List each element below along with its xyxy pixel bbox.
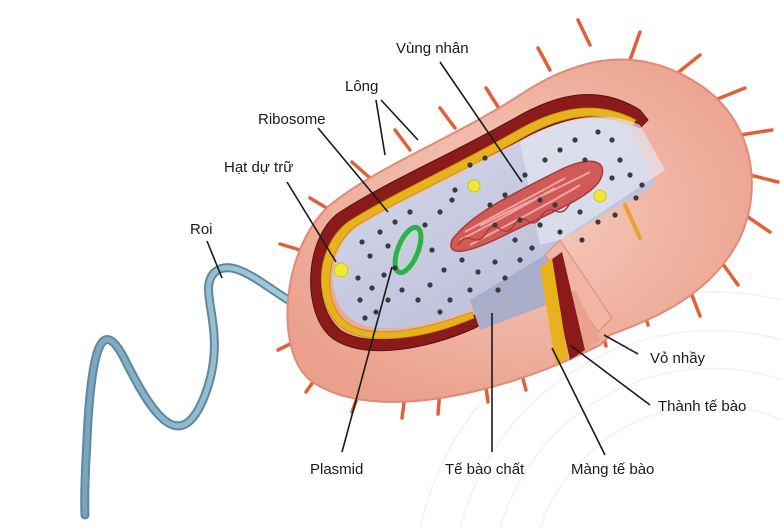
flagellum [80,263,307,520]
ribosome-dot [449,197,455,203]
flagellum-highlight [82,265,305,518]
ribosomes [355,129,645,321]
ribosome-dot [399,287,405,293]
ribosome-dot [407,209,413,215]
ribosome-dot [517,257,523,263]
ribosome-dot [367,253,373,259]
label-cell-wall: Thành tế bào [658,398,746,415]
ribosome-dot [357,297,363,303]
label-storage-granule: Hạt dự trữ [224,159,293,176]
label-pili: Lông [345,78,378,95]
ribosome-dot [355,275,361,281]
ribosome-dot [492,222,498,228]
ribosome-dot [617,157,623,163]
ribosome-dot [441,267,447,273]
ribosome-dot [609,175,615,181]
ribosome-dot [639,182,645,188]
ribosome-dot [359,239,365,245]
ribosome-dot [369,285,375,291]
cutaway-lower-face [470,240,560,330]
nucleoid [450,160,604,252]
ribosome-dot [595,129,601,135]
cell-membrane-outline [320,107,637,340]
label-slime-capsule: Vỏ nhầy [650,350,706,367]
ribosome-dot [542,157,548,163]
ribosome-dot [557,229,563,235]
ribosome-dot [633,195,639,201]
ribosome-dot [512,237,518,243]
storage-granules [333,179,607,278]
ribosome-dot [467,162,473,168]
ribosome-dot [475,269,481,275]
ribosome-dot [427,282,433,288]
ribosome-dot [459,257,465,263]
ribosome-dot [437,209,443,215]
ribosome-dot [487,202,493,208]
ribosome-dot [392,265,398,271]
label-cell-membrane: Màng tế bào [571,461,654,478]
ribosome-dot [582,157,588,163]
ribosome-dot [373,309,379,315]
ribosome-dot [492,259,498,265]
ribosome-dot [437,309,443,315]
plasmid-inner [398,231,418,269]
ribosome-dot [612,212,618,218]
ribosome-dot [529,245,535,251]
ribosome-dot [522,172,528,178]
ribosome-dot [385,243,391,249]
inner-pilus [623,203,642,240]
ribosome-dot [517,217,523,223]
label-ribosome: Ribosome [258,111,326,128]
ribosome-dot [557,147,563,153]
ribosome-dot [392,219,398,225]
ribosome-dot [362,315,368,321]
ribosome-dot [467,287,473,293]
ribosome-dot [609,137,615,143]
ribosome-dot [572,137,578,143]
ribosome-dot [537,197,543,203]
ribosome-dot [537,222,543,228]
ribosome-dot [595,219,601,225]
ribosome-dot [502,192,508,198]
ribosome-dot [385,297,391,303]
ribosome-dot [415,297,421,303]
ribosome-dot [429,247,435,253]
layer-cross-section [540,239,613,366]
ribosome-dot [495,287,501,293]
ribosome-dot [579,237,585,243]
ribosome-dot [447,297,453,303]
ribosome-dot [502,275,508,281]
ribosome-dot [452,187,458,193]
ribosome-dot [482,155,488,161]
label-flagellum: Roi [190,221,213,238]
label-nucleoid: Vùng nhân [396,40,469,57]
label-plasmid: Plasmid [310,461,363,478]
leader-lines [206,61,651,456]
label-cytoplasm: Tế bào chất [445,461,525,478]
ribosome-dot [627,172,633,178]
ribosome-dot [577,209,583,215]
ribosome-dot [552,202,558,208]
ribosome-dot [422,222,428,228]
plasmid [392,224,424,276]
ribosome-dot [377,229,383,235]
ribosome-dot [381,272,387,278]
